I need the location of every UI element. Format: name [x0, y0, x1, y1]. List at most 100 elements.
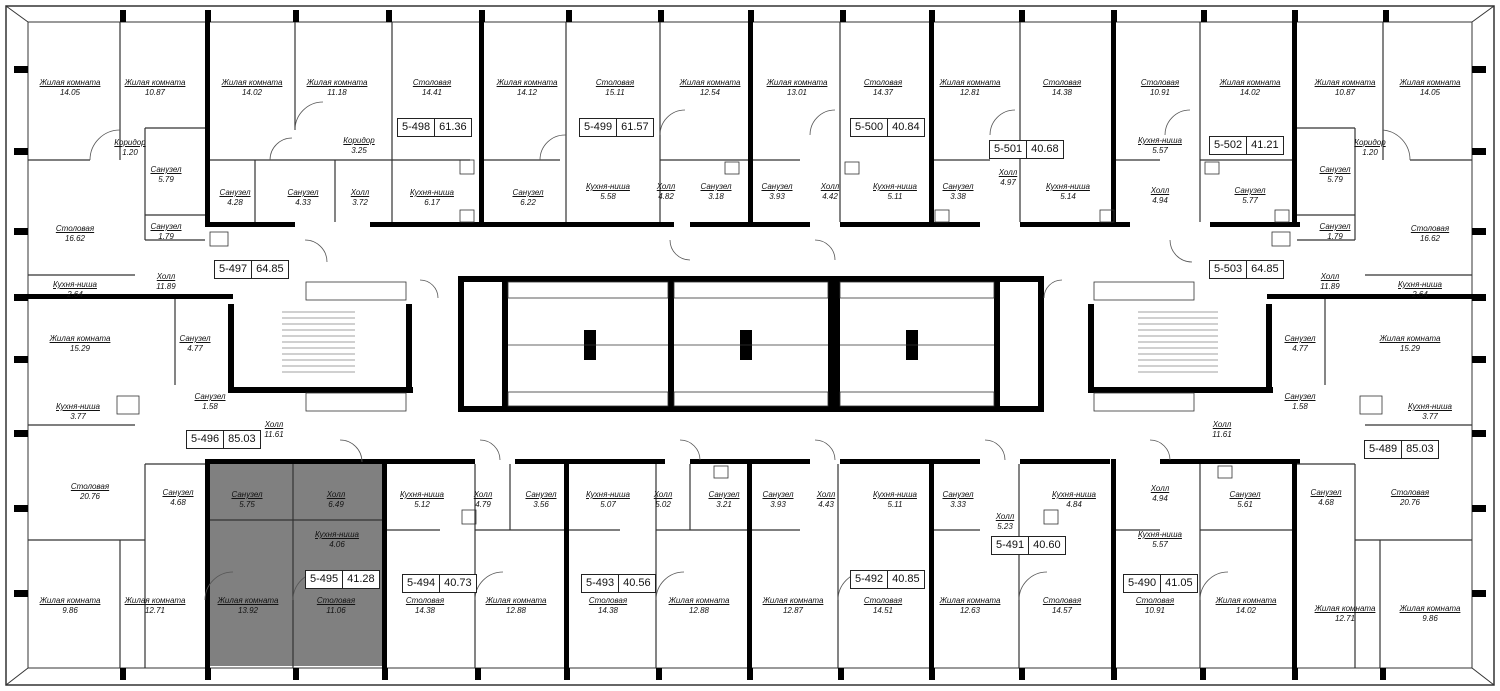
room-name: Санузел [1319, 222, 1351, 231]
room-name: Санузел [1284, 392, 1316, 401]
room-name: Столовая [316, 596, 356, 605]
apartment-area: 61.36 [434, 119, 471, 136]
room-name: Жилая комната [39, 596, 101, 605]
room-name: Жилая комната [1314, 78, 1376, 87]
room-name: Холл [473, 490, 493, 499]
apartment-number: 5-496 [191, 433, 220, 445]
room-name: Кухня-ниша [1398, 280, 1442, 289]
room-area: 14.51 [872, 606, 894, 615]
room-name: Кухня-ниша [1046, 182, 1090, 191]
room-area: 5.58 [600, 192, 616, 201]
room-name: Жилая комната [124, 78, 186, 87]
room-area: 1.58 [202, 402, 218, 411]
room-name: Жилая комната [217, 596, 279, 605]
room-area: 12.71 [144, 606, 166, 615]
room-area: 14.38 [1051, 88, 1073, 97]
room-name: Столовая [412, 78, 452, 87]
room-name: Кухня-ниша [873, 182, 917, 191]
room-area: 2.64 [67, 290, 83, 299]
apartment-area: 41.05 [1160, 575, 1197, 592]
room-name: Холл [995, 512, 1015, 521]
room-name: Столовая [1042, 78, 1082, 87]
room-area: 11.18 [327, 88, 347, 97]
room-area: 3.77 [1422, 412, 1438, 421]
room-name: Столовая [70, 482, 110, 491]
room-area: 5.11 [887, 500, 903, 509]
room-area: 14.38 [414, 606, 436, 615]
room-name: Холл [998, 168, 1018, 177]
room-name: Жилая комната [496, 78, 558, 87]
room-area: 3.93 [770, 500, 786, 509]
room-name: Кухня-ниша [1052, 490, 1096, 499]
room-area: 4.94 [1152, 196, 1168, 205]
room-name: Столовая [1390, 488, 1430, 497]
room-area: 14.57 [1051, 606, 1073, 615]
room-name: Столовая [1410, 224, 1450, 233]
room-name: Санузел [761, 182, 793, 191]
room-area: 20.76 [1399, 498, 1421, 507]
apartment-area: 85.03 [1401, 441, 1438, 458]
room-name: Жилая комната [306, 78, 368, 87]
room-name: Санузел [194, 392, 226, 401]
room-name: Столовая [1042, 596, 1082, 605]
room-name: Кухня-ниша [1408, 402, 1452, 411]
room-area: 1.79 [158, 232, 174, 241]
room-area: 11.89 [156, 282, 176, 291]
room-name: Жилая комната [1314, 604, 1376, 613]
room-area: 3.77 [70, 412, 86, 421]
room-area: 11.61 [1212, 430, 1232, 439]
room-name: Холл [264, 420, 284, 429]
room-area: 13.92 [237, 606, 259, 615]
room-name: Кухня-ниша [1138, 530, 1182, 539]
room-name: Санузел [1234, 186, 1266, 195]
room-area: 4.77 [1292, 344, 1308, 353]
room-area: 10.91 [1149, 88, 1171, 97]
room-area: 14.05 [59, 88, 81, 97]
room-area: 4.28 [227, 198, 243, 207]
room-area: 4.42 [822, 192, 838, 201]
room-area: 3.21 [716, 500, 732, 509]
room-name: Санузел [1319, 165, 1351, 174]
room-area: 5.12 [414, 500, 430, 509]
highlighted-apartment[interactable] [210, 464, 382, 666]
room-area: 4.82 [658, 192, 674, 201]
room-name: Холл [350, 188, 370, 197]
room-area: 14.02 [1239, 88, 1261, 97]
room-name: Столовая [55, 224, 95, 233]
room-name: Жилая комната [939, 78, 1001, 87]
room-name: Холл [816, 490, 836, 499]
apartment-area: 64.85 [1246, 261, 1283, 278]
